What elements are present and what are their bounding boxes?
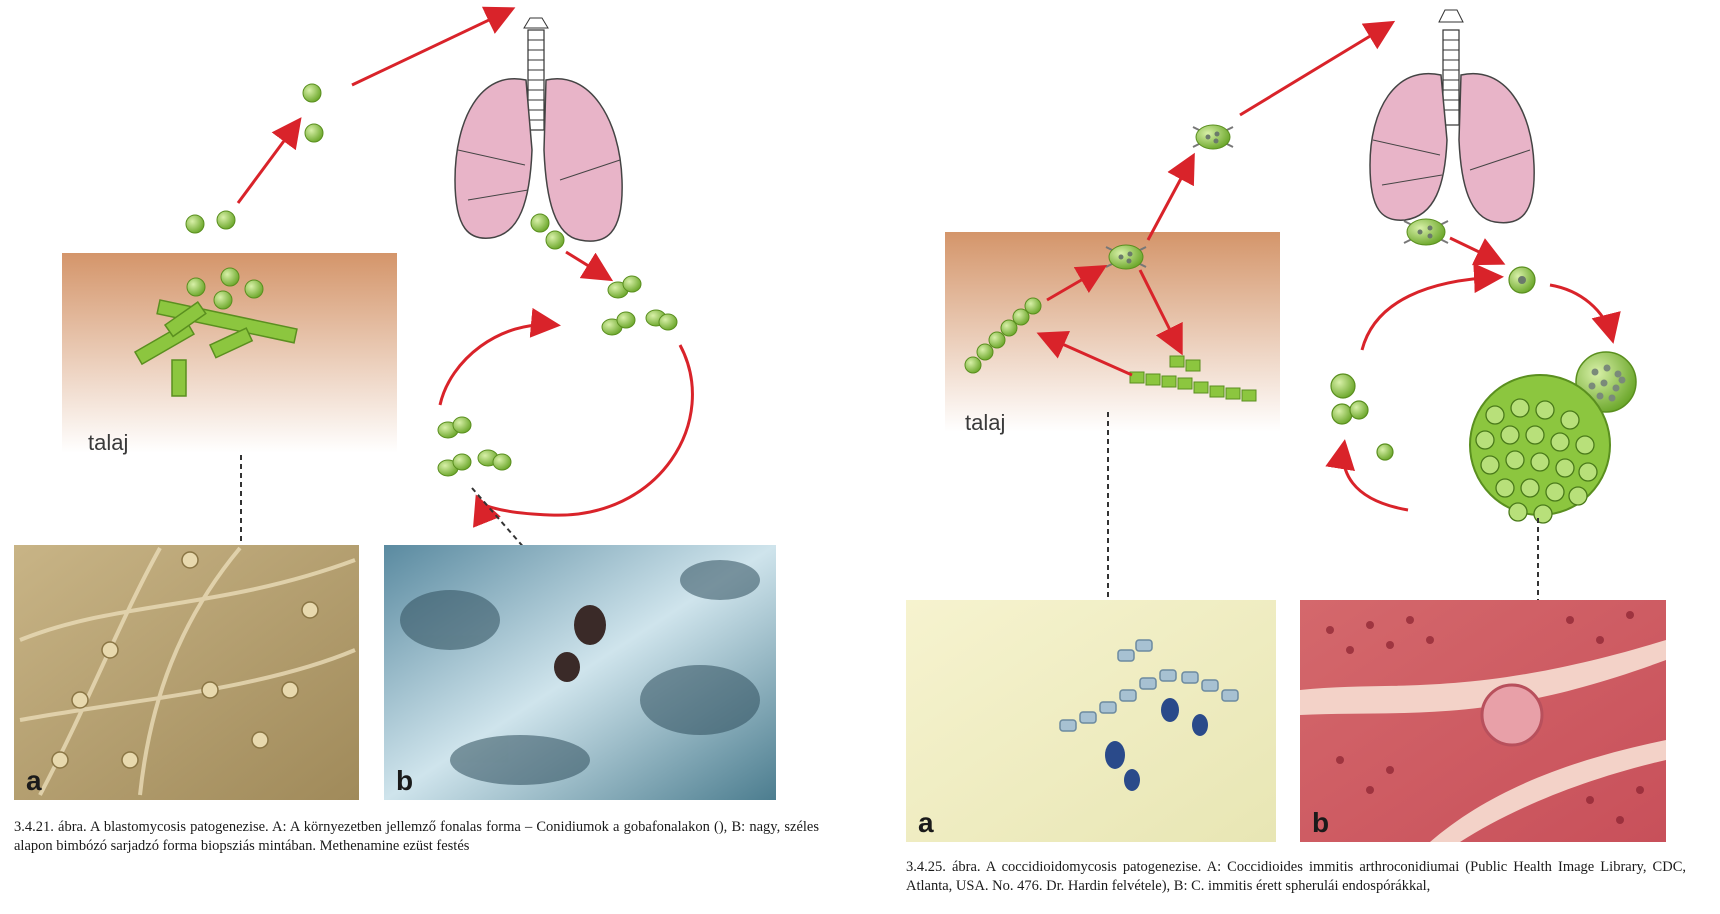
yeast-icon (437, 275, 678, 477)
spore-icon (185, 83, 565, 310)
spherule-icon (1105, 124, 1449, 270)
micrograph-a: a (14, 545, 359, 800)
soil-label: talaj (965, 410, 1005, 435)
micrograph-a: a (906, 600, 1276, 842)
trachea-icon (1443, 39, 1459, 111)
mature-spherule-icon (1426, 374, 1612, 524)
figure-blastomycosis: talaj (0, 0, 850, 914)
hypha-icon (133, 299, 298, 397)
figure-caption: 3.4.21. ábra. A blastomycosis patogenezi… (14, 819, 819, 854)
hypha-icon (1129, 355, 1257, 402)
spore-icon (964, 297, 1042, 374)
coccidioidomycosis-diagram: talaj (906, 9, 1666, 842)
blastomycosis-diagram: talaj (14, 6, 776, 800)
photo-a-label: a (918, 807, 934, 838)
cycle-arrows (236, 6, 694, 528)
micrograph-b: b (1300, 600, 1666, 842)
photo-a-label: a (26, 765, 42, 796)
figure-coccidioidomycosis: talaj (870, 0, 1720, 914)
lung-icon (1369, 9, 1535, 224)
micrograph-b: b (384, 545, 776, 800)
trachea-icon (528, 39, 544, 121)
soil-box (945, 232, 1280, 432)
lung-icon (454, 17, 623, 242)
soil-label: talaj (88, 430, 128, 455)
photo-b-label: b (396, 765, 413, 796)
photo-b-label: b (1312, 807, 1329, 838)
figure-caption: 3.4.25. ábra. A coccidioidomycosis patog… (906, 859, 1686, 894)
